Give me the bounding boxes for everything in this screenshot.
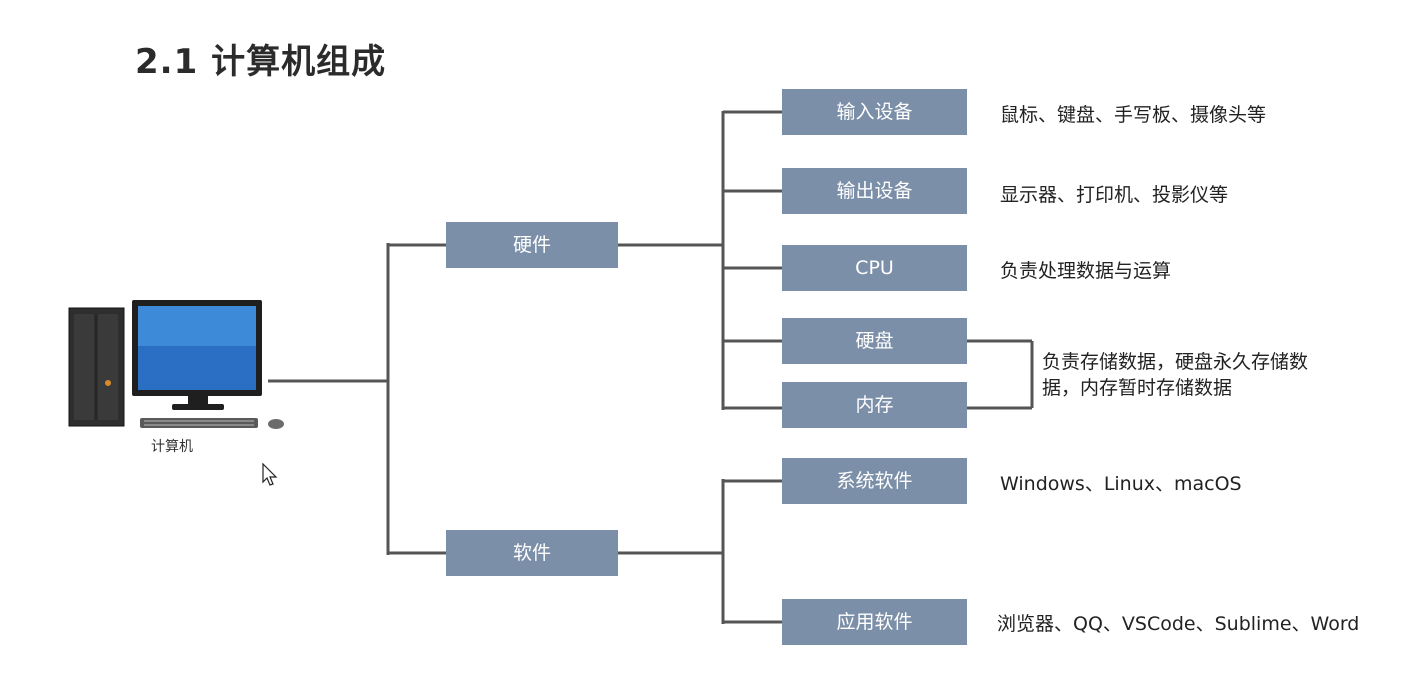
desc-input-devices: 鼠标、键盘、手写板、摄像头等 bbox=[1000, 104, 1267, 126]
node-hardware: 硬件 bbox=[446, 222, 618, 268]
node-system-software: 系统软件 bbox=[782, 458, 967, 504]
node-output-devices: 输出设备 bbox=[782, 168, 967, 214]
node-cpu: CPU bbox=[782, 245, 967, 291]
desktop-computer-icon bbox=[68, 300, 284, 429]
page-title: 2.1 计算机组成 bbox=[135, 42, 387, 82]
desc-output-devices: 显示器、打印机、投影仪等 bbox=[1000, 184, 1229, 206]
mouse-pointer-icon bbox=[262, 463, 278, 486]
node-hard-disk: 硬盘 bbox=[782, 318, 967, 364]
node-input-devices: 输入设备 bbox=[782, 89, 967, 135]
desc-cpu: 负责处理数据与运算 bbox=[1000, 260, 1172, 282]
node-application-software: 应用软件 bbox=[782, 599, 967, 645]
desc-application-software: 浏览器、QQ、VSCode、Sublime、Word bbox=[997, 613, 1360, 635]
desc-system-software: Windows、Linux、macOS bbox=[1000, 473, 1242, 495]
node-memory: 内存 bbox=[782, 382, 967, 428]
node-software: 软件 bbox=[446, 530, 618, 576]
computer-label: 计算机 bbox=[151, 439, 193, 455]
desc-storage: 负责存储数据，硬盘永久存储数据，内存暂时存储数据 bbox=[1042, 351, 1309, 399]
